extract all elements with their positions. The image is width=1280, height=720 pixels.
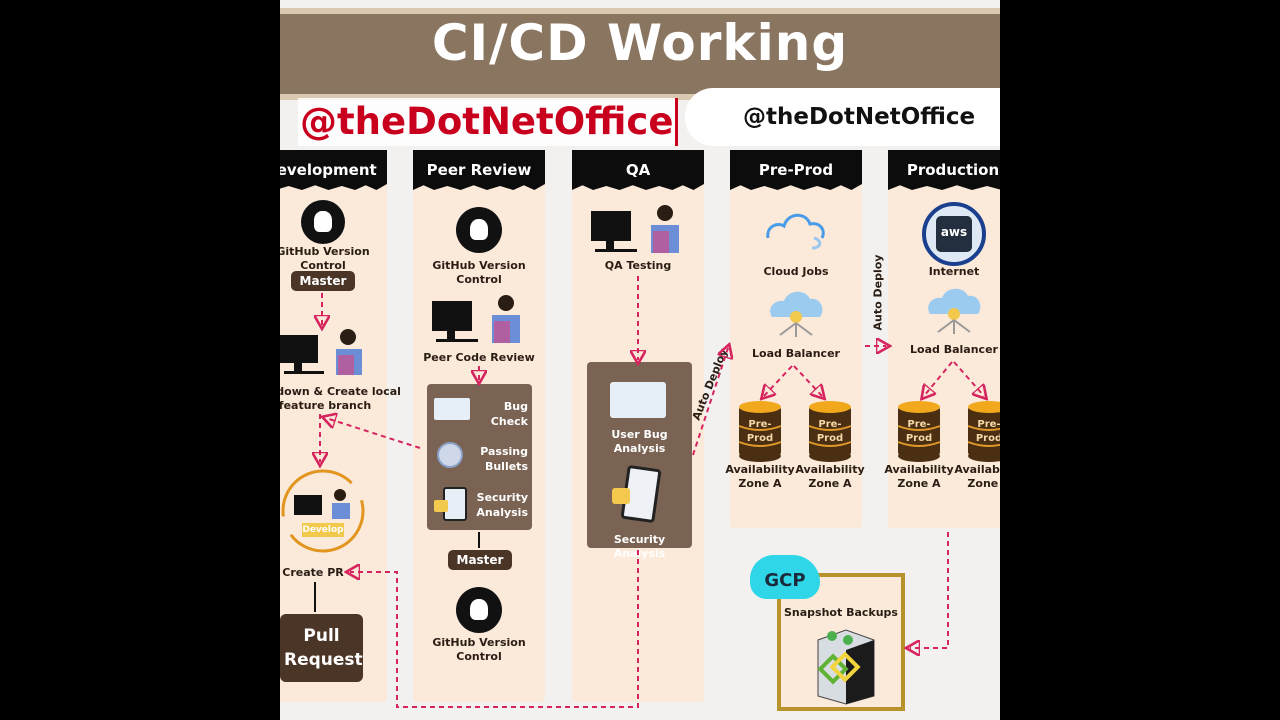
lock-icon	[434, 500, 448, 512]
arrow-lb-db3	[924, 361, 953, 396]
watermark-left: @theDotNetOffice	[298, 98, 679, 146]
develop-badge: Develop	[302, 523, 344, 537]
bug-check-label: Bug Check	[490, 400, 528, 428]
database-icon	[738, 401, 782, 462]
arrow-production-to-backup	[910, 532, 949, 648]
check-circle-icon	[437, 442, 463, 468]
aws-internet-icon: aws	[922, 202, 986, 266]
lock-icon	[612, 488, 630, 504]
reviewer-computer-icon	[432, 295, 520, 343]
diagram-canvas: CI/CD Working Development Peer Review QA…	[280, 0, 1000, 720]
database-label: Pre- Prod	[905, 419, 933, 444]
availability-zone-label: Availability Zone A	[884, 463, 954, 490]
load-balancer-icon	[928, 288, 981, 334]
arrow-auto-deploy-preprod	[692, 348, 728, 456]
pull-request-box: Pull Request	[280, 614, 363, 682]
header-production: Production	[888, 150, 1000, 190]
internet-label: Internet	[928, 265, 980, 278]
security-analysis-label: Security Analysis	[613, 533, 666, 560]
user-bug-analysis-label: User Bug Analysis	[611, 428, 668, 455]
cloud-jobs-label: Cloud Jobs	[763, 265, 829, 278]
header-peer-review: Peer Review	[413, 150, 545, 190]
pull-down-label: Pull down & Create local feature branch	[280, 385, 401, 412]
peer-code-review-label: Peer Code Review	[423, 351, 535, 364]
developer-computer-icon	[280, 329, 362, 375]
arrow-review-to-branch	[326, 418, 421, 449]
arrow-lb-db1	[764, 365, 793, 396]
column-pre-prod	[730, 150, 862, 528]
security-analysis-label: Security Analysis	[476, 491, 528, 519]
load-balancer-icon	[770, 291, 823, 337]
qa-testing-label: QA Testing	[604, 259, 672, 272]
passing-bullets-label: Passing Bullets	[480, 445, 528, 473]
database-label: Pre- Prod	[816, 419, 844, 444]
flow-arrows	[280, 276, 1000, 708]
gcp-cloud-badge: GCP	[750, 555, 820, 599]
database-label: Pre- Prod	[975, 419, 1000, 444]
load-balancer-label: Load Balancer	[910, 343, 998, 356]
arrow-lb-db4	[953, 361, 984, 396]
github-icon	[456, 587, 502, 633]
database-label: Pre- Prod	[746, 419, 774, 444]
code-review-icon	[610, 382, 666, 418]
arrow-qa-to-create-pr	[350, 550, 639, 708]
github-label: GitHub Version Control	[280, 245, 370, 272]
github-icon	[456, 207, 502, 253]
load-balancer-label: Load Balancer	[752, 347, 840, 360]
availability-zone-label: Availability Zone A	[725, 463, 795, 490]
availability-zone-label: Availability Zone A	[954, 463, 1000, 490]
master-badge: Master	[448, 550, 512, 570]
database-icon	[967, 401, 1000, 462]
master-badge: Master	[291, 271, 355, 291]
watermark-right: @theDotNetOffice	[685, 88, 1000, 146]
github-icon	[301, 200, 345, 244]
header-development: Development	[280, 150, 387, 190]
header-pre-prod: Pre-Prod	[730, 150, 862, 190]
database-icon	[808, 401, 852, 462]
github-label: GitHub Version Control	[432, 636, 526, 663]
diagram-title: CI/CD Working	[431, 14, 849, 72]
database-icon	[897, 401, 941, 462]
create-pr-label: Create PR	[282, 566, 344, 579]
arrow-lb-db2	[793, 365, 822, 396]
bug-check-icon	[434, 398, 470, 420]
availability-zone-label: Availability Zone A	[795, 463, 865, 490]
develop-cycle-icon	[281, 469, 365, 553]
qa-tester-computer-icon	[591, 205, 679, 253]
cloud-outline-icon	[766, 213, 825, 250]
github-label: GitHub Version Control	[432, 259, 526, 286]
aws-logo: aws	[936, 216, 972, 252]
snapshot-backups-label: Snapshot Backups	[784, 606, 898, 619]
header-qa: QA	[572, 150, 704, 190]
backup-server-icon	[817, 629, 875, 705]
title-banner	[280, 8, 1000, 100]
